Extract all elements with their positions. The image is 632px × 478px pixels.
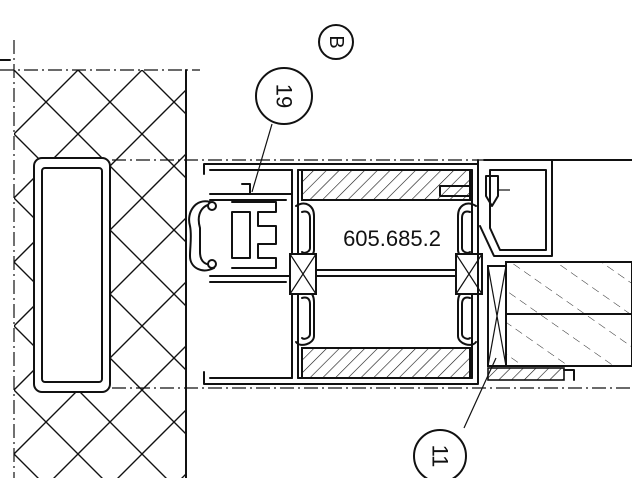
hollow-block [33,157,111,393]
thermal-break [315,269,457,277]
insulation-strips [301,169,471,379]
callout-11-label: 11 [428,445,453,468]
right-spring-clip [455,202,483,346]
detail-marker: B [318,24,354,60]
glazing-bead [439,159,632,373]
callout-11: 11 [413,357,497,478]
glass-unit [487,261,632,381]
detail-marker-label: B [325,35,347,48]
callout-19-label: 19 [272,84,297,108]
callout-19: 19 [251,67,313,193]
gasket-clip-profile [188,183,293,283]
left-spring-clip [289,202,317,346]
part-number: 605.685.2 [343,226,441,251]
